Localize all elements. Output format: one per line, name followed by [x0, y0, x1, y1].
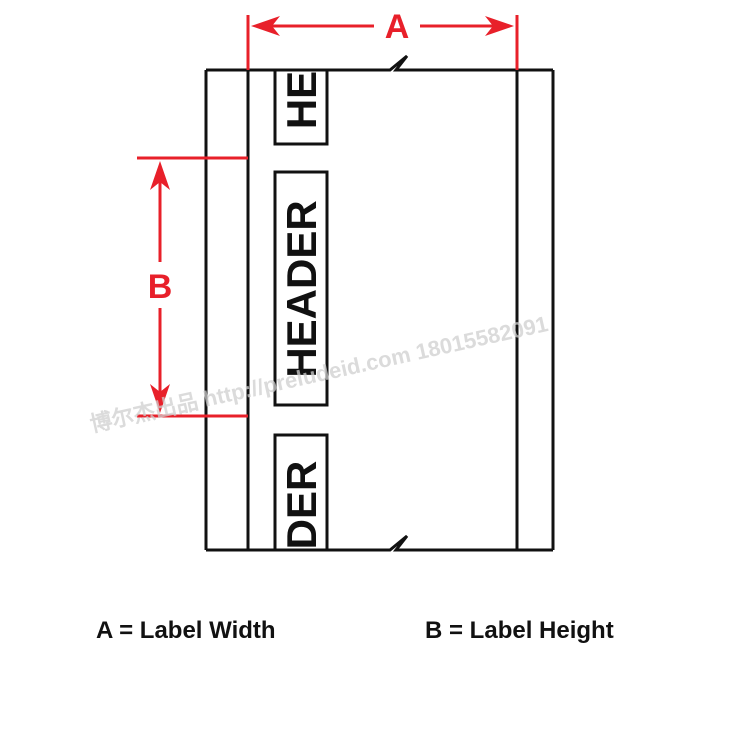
- roll-top-edge: [206, 54, 553, 72]
- label-bottom: DER: [273, 433, 329, 552]
- dimension-a-arrowhead-left: [251, 16, 280, 36]
- roll-bottom-edge: [206, 534, 553, 552]
- dimension-a: A: [246, 8, 519, 70]
- legend-label-height: B = Label Height: [425, 617, 614, 644]
- label-text-top: HE: [278, 71, 325, 129]
- dimension-a-letter: A: [385, 8, 410, 46]
- label-middle: HEADER: [273, 170, 329, 407]
- dimension-b-arrowhead-top: [150, 161, 170, 190]
- legend-label-width: A = Label Width: [96, 617, 276, 644]
- label-text-bottom: DER: [278, 461, 325, 550]
- label-top: HE: [273, 68, 329, 146]
- label-roll: [204, 54, 555, 552]
- dimension-b-arrowhead-bottom: [150, 384, 170, 413]
- dimension-b-letter: B: [148, 268, 173, 306]
- dimension-a-arrowhead-right: [485, 16, 514, 36]
- dimension-b: B: [137, 156, 248, 418]
- label-text-middle: HEADER: [278, 200, 325, 377]
